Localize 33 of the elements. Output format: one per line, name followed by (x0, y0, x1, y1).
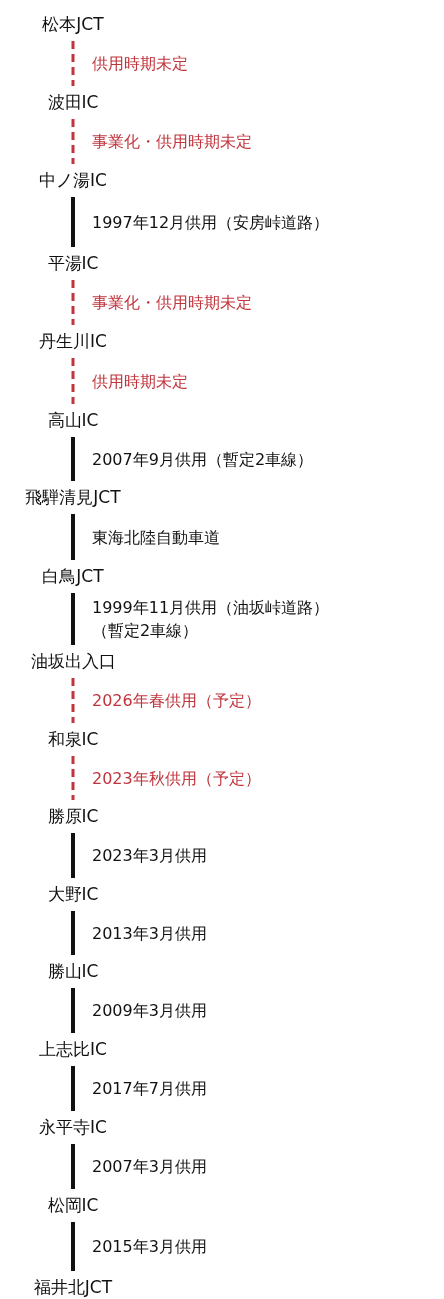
station-name: 永平寺IC (0, 1116, 146, 1138)
road-line (71, 988, 75, 1033)
road-line (71, 593, 75, 645)
station-name: 福井北JCT (0, 1276, 146, 1298)
road-line (71, 41, 75, 86)
station-name: 勝原IC (0, 805, 146, 827)
station-name: 中ノ湯IC (0, 169, 146, 191)
station-name: 丹生川IC (0, 330, 146, 352)
road-line (71, 197, 75, 247)
road-line (71, 514, 75, 560)
station-name: 松岡IC (0, 1194, 146, 1216)
station-name: 白鳥JCT (0, 565, 146, 587)
road-line (71, 280, 75, 325)
road-line (71, 119, 75, 164)
road-line (71, 437, 75, 481)
road-line (71, 1066, 75, 1111)
station-name: 波田IC (0, 91, 146, 113)
road-line (71, 911, 75, 955)
station-name: 平湯IC (0, 252, 146, 274)
station-name: 大野IC (0, 883, 146, 905)
station-name: 飛騨清見JCT (0, 486, 146, 508)
station-name: 油坂出入口 (0, 650, 146, 672)
station-name: 勝山IC (0, 960, 146, 982)
road-line (71, 756, 75, 800)
road-line (71, 358, 75, 404)
station-name: 松本JCT (0, 13, 146, 35)
station-name: 和泉IC (0, 728, 146, 750)
road-line (71, 833, 75, 878)
road-line (71, 1222, 75, 1271)
station-name: 高山IC (0, 409, 146, 431)
road-line (71, 1144, 75, 1189)
road-line (71, 678, 75, 723)
station-name: 上志比IC (0, 1038, 146, 1060)
